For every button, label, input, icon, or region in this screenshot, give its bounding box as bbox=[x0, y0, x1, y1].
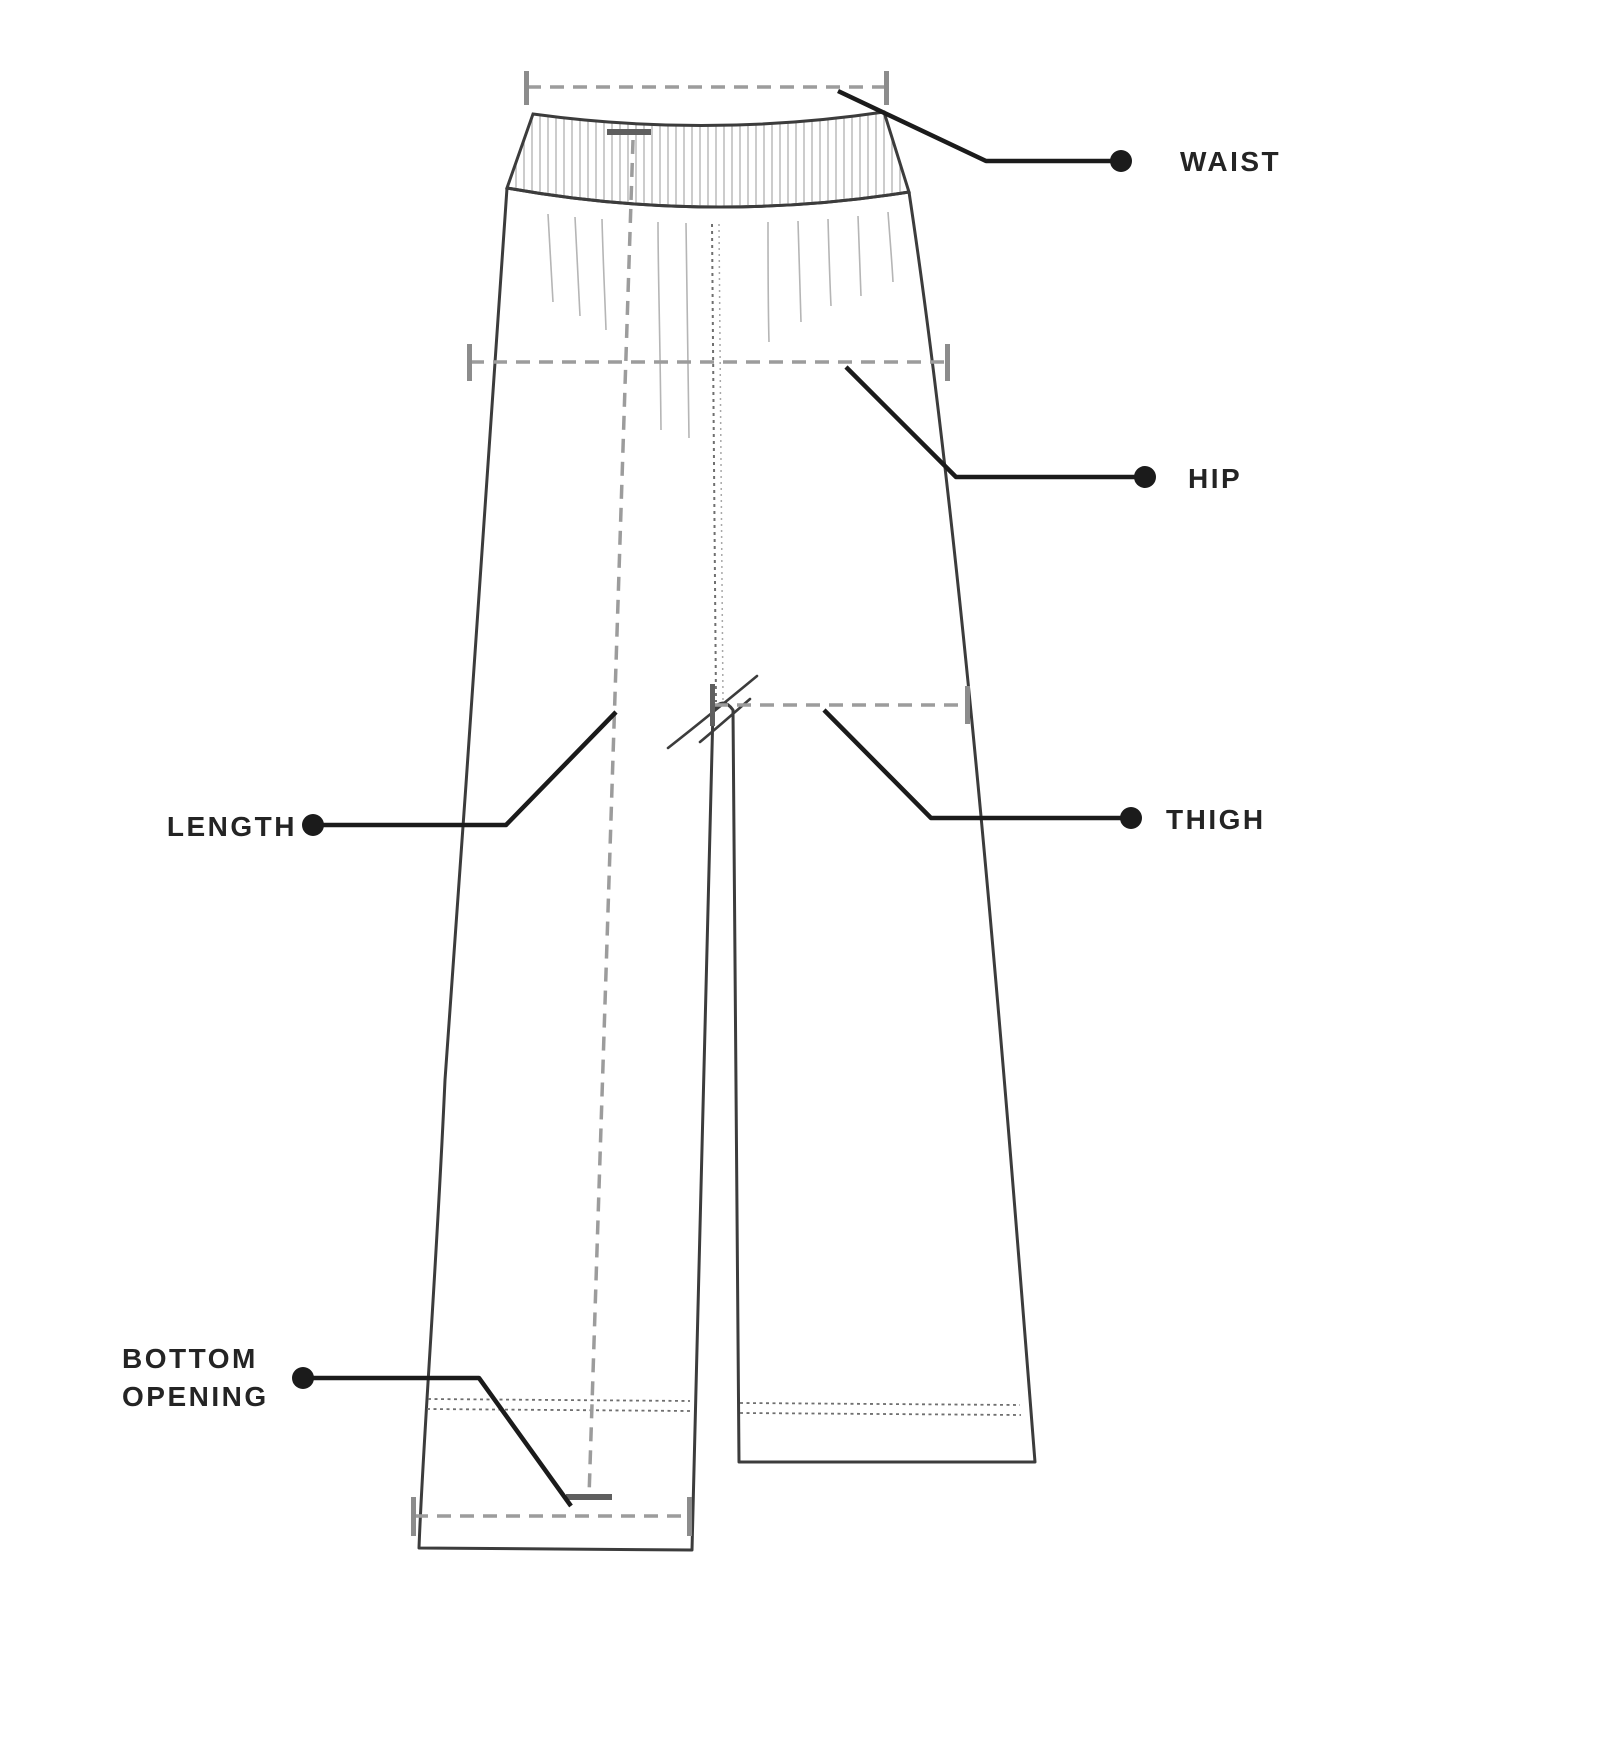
label-bottom-opening-line1: BOTTOM bbox=[122, 1343, 258, 1374]
waist-callout: WAIST bbox=[837, 88, 1281, 177]
hip-tick-right bbox=[945, 344, 950, 381]
length-tick-bottom bbox=[566, 1494, 612, 1500]
waist-tick-right bbox=[884, 71, 889, 105]
waistband-gathers bbox=[547, 211, 894, 439]
label-hip: HIP bbox=[1188, 463, 1242, 494]
label-bottom-opening-line2: OPENING bbox=[122, 1381, 269, 1412]
label-length: LENGTH bbox=[167, 811, 297, 842]
thigh-callout: THIGH bbox=[822, 708, 1266, 835]
thigh-callout-line bbox=[822, 708, 1131, 821]
label-waist: WAIST bbox=[1180, 146, 1281, 177]
measurement-guides bbox=[411, 71, 970, 1536]
hip-callout-line bbox=[844, 365, 1145, 480]
waistband bbox=[505, 110, 911, 209]
pants-body-outline bbox=[417, 186, 1037, 1552]
length-callout-line bbox=[313, 710, 618, 828]
hem-stitching bbox=[426, 1398, 1022, 1416]
length-dot bbox=[302, 814, 324, 836]
thigh-tick-right bbox=[965, 686, 970, 724]
bottom-opening-callout-line bbox=[303, 1375, 573, 1508]
bottom-opening-dot bbox=[292, 1367, 314, 1389]
length-callout: LENGTH bbox=[167, 710, 618, 842]
bottom-opening-tick-right bbox=[687, 1497, 692, 1536]
label-thigh: THIGH bbox=[1166, 804, 1266, 835]
length-measure-line bbox=[587, 139, 635, 1498]
waist-callout-line bbox=[837, 88, 1121, 164]
hip-dot bbox=[1134, 466, 1156, 488]
hip-callout: HIP bbox=[844, 365, 1242, 494]
hip-tick-left bbox=[467, 344, 472, 381]
waist-tick-left bbox=[524, 71, 529, 105]
waist-dot bbox=[1110, 150, 1132, 172]
pants-sketch bbox=[417, 110, 1037, 1552]
thigh-dot bbox=[1120, 807, 1142, 829]
length-tick-top bbox=[607, 129, 651, 135]
center-front-seam bbox=[711, 223, 717, 703]
callouts: WAIST HIP THIGH LENGTH bbox=[122, 88, 1281, 1508]
thigh-tick-left bbox=[710, 684, 715, 726]
bottom-opening-tick-left bbox=[411, 1497, 416, 1536]
center-front-seam-stitch bbox=[718, 223, 724, 701]
bottom-opening-callout: BOTTOM OPENING bbox=[122, 1343, 573, 1508]
